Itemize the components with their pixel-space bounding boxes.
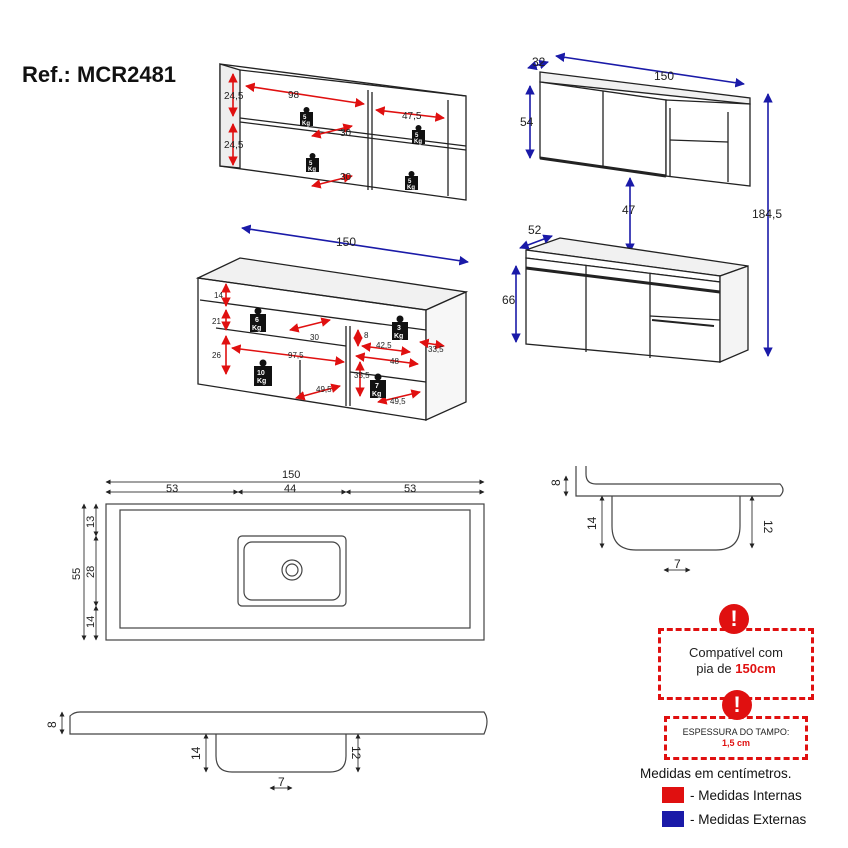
countertop-side-section [575,466,784,551]
svg-text:3: 3 [397,325,401,332]
upper-cabinet-external-view [539,71,751,187]
lower-cabinet-external-view [525,237,749,363]
side-radius: 7 [674,557,681,571]
thickness-line-2: 1,5 cm [721,738,751,748]
compatibility-highlight: 150cm [735,661,776,676]
svg-text:6: 6 [255,317,259,324]
svg-text:7: 7 [375,383,379,390]
upper-external-dimensions [525,52,773,357]
internal-swatch [662,787,684,803]
lower-dim-depth-2: 49,5 [316,385,332,394]
lower-external-dimensions [241,224,553,343]
lower-depth-label: 52 [528,223,542,237]
upper-dim-width: 98 [288,90,300,101]
svg-text:Kg: Kg [252,325,261,332]
svg-text:Kg: Kg [394,333,403,340]
svg-text:10: 10 [257,370,265,377]
gap-label: 47 [622,203,636,217]
side-depth: 14 [585,516,599,530]
upper-dim-shelf-top: 24,5 [224,91,244,102]
lower-dim-top-gap: 14 [214,291,223,300]
countertop-plan-view [105,503,485,641]
side-thickness: 8 [549,479,563,486]
plan-sink-depth: 28 [85,566,97,578]
thickness-line-1: ESPESSURA DO TAMPO: [682,727,790,737]
reference-title: Ref.: MCR2481 [22,62,177,87]
weight-icon: 5Kg [405,171,418,191]
lower-dim-right-height: 35,5 [354,371,370,380]
lower-dim-right-depth: 33,5 [428,345,444,354]
thickness-notice: ESPESSURA DO TAMPO: 1,5 cm [664,716,808,760]
plan-right-width: 53 [404,483,416,495]
lower-dim-right-inner: 48 [390,357,399,366]
countertop-plan-dimensions [81,479,485,641]
svg-text:5: 5 [309,161,313,167]
legend-internal: - Medidas Internas [662,783,806,807]
compatibility-line-2: pia de 150cm [696,661,776,676]
svg-text:5: 5 [303,115,307,121]
weight-icon: 5Kg [300,107,313,127]
lower-dim-bottom: 26 [212,351,221,360]
svg-text:Kg: Kg [302,121,310,127]
lower-dim-right-width: 42,5 [376,341,392,350]
upper-dim-right-width: 47,5 [402,111,422,122]
plan-bottom-margin: 14 [85,616,97,628]
upper-height-label: 54 [520,115,534,129]
front-radius: 7 [278,775,285,789]
svg-text:5: 5 [415,133,419,139]
legend-external: - Medidas Externas [662,807,806,831]
lower-dim-drawer: 21 [212,317,221,326]
front-depth: 14 [189,746,203,760]
weight-icon: 3Kg [392,315,408,340]
warning-icon: ! [722,690,752,720]
plan-total-width: 150 [282,469,300,481]
legend: Medidas em centímetros. - Medidas Intern… [640,766,806,831]
compatibility-line-1: Compatível com [689,645,783,660]
compatibility-notice: Compatível com pia de 150cm [658,628,814,700]
front-inner: 12 [349,746,363,760]
weight-icon: 7Kg [370,373,386,398]
warning-icon: ! [719,604,749,634]
upper-dim-shelf-bottom: 24,5 [224,140,244,151]
weight-icon: 5Kg [412,125,425,145]
lower-cabinet-dimensions [221,283,445,405]
svg-text:Kg: Kg [372,391,381,398]
lower-cabinet-internal-view [195,257,469,422]
svg-text:Kg: Kg [407,185,415,191]
countertop-front-section [69,711,488,773]
lower-width-label: 150 [336,235,356,249]
legend-title: Medidas em centímetros. [640,766,792,781]
plan-top-margin: 13 [85,516,97,528]
weight-icon: 5Kg [306,153,319,173]
svg-text:Kg: Kg [414,139,422,145]
side-section-dimensions [563,475,755,573]
upper-weight-icons: 5Kg 5Kg 5Kg 5Kg [300,107,425,191]
front-thickness: 8 [45,721,59,728]
plan-center-width: 44 [284,483,296,495]
upper-depth-label: 32 [532,55,546,69]
upper-cabinet-dimensions [228,73,445,189]
lower-height-label: 66 [502,293,516,307]
upper-dim-depth-2: 30 [340,172,352,183]
front-section-dimensions [59,711,361,791]
side-inner: 12 [761,520,775,534]
plan-left-width: 53 [166,483,178,495]
lower-dim-right-depth-2: 49,5 [390,397,406,406]
external-swatch [662,811,684,827]
weight-icon: 6Kg [250,307,266,332]
upper-width-label: 150 [654,69,674,83]
total-height-label: 184,5 [752,207,782,221]
lower-dim-depth-1: 30 [310,333,319,342]
lower-dim-width: 97,5 [288,351,304,360]
svg-text:Kg: Kg [308,167,316,173]
lower-dim-small: 8 [364,331,369,340]
svg-text:5: 5 [408,179,412,185]
plan-depth: 55 [71,568,83,580]
upper-dim-depth-1: 30 [340,128,352,139]
svg-text:Kg: Kg [257,378,266,385]
